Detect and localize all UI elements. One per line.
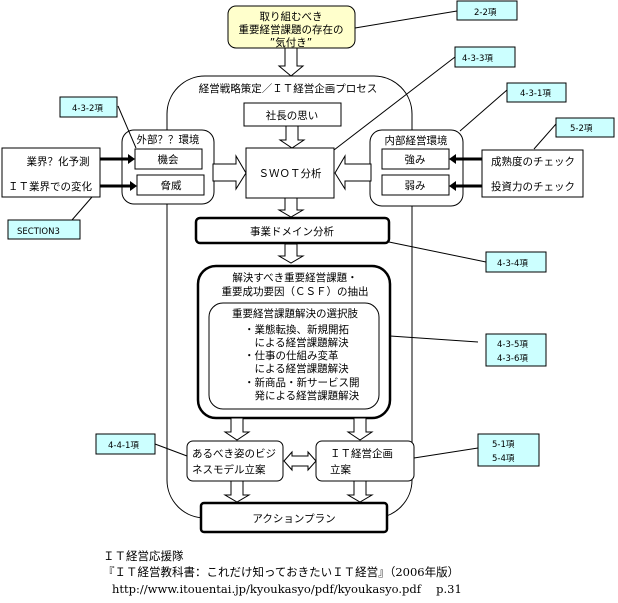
domain-analysis-box: [194, 216, 391, 245]
process-title: 経営戦略策定／ＩＴ経営企画プロセス: [199, 82, 378, 95]
arrow-head-opportunity: [128, 154, 135, 164]
ref-4-3-5-6: [485, 333, 547, 367]
connector-2-2: [354, 10, 458, 29]
domain-analysis-label: 事業ドメイン分析: [250, 225, 334, 238]
ref-section3-label: SECTION3: [17, 227, 60, 237]
down-arrow-president: [278, 125, 306, 149]
it-plan-line1: ＩＴ経営企画: [330, 447, 393, 460]
ref-section3: [7, 219, 81, 240]
ref-5-2-label: 5-2項: [570, 124, 593, 134]
checks-box: [481, 149, 584, 198]
weakness-box: [381, 174, 450, 196]
awareness-line2: 重要経営課題の存在の: [239, 23, 344, 36]
connector-4-3-1: [459, 89, 508, 132]
option-line-3: ・仕事の仕組み変革: [244, 349, 339, 362]
csf-line2: 重要成功要因（ＣＳＦ）の抽出: [222, 285, 369, 298]
industry-change-box: [1, 147, 101, 198]
left-arrow-internal-swot: [334, 154, 372, 191]
weakness-label: 弱み: [405, 180, 426, 192]
footer-url[interactable]: http://www.itouentai.jp/kyoukasyo/pdf/ky…: [112, 582, 462, 596]
ref-5-2: [555, 117, 615, 138]
down-arrow-csf-business: [223, 417, 251, 441]
option-line-4: による経営課題解決: [244, 362, 349, 375]
ref-4-4-1-label: 4-4-1項: [108, 441, 139, 451]
industry-line2: ＩＴ業界での変化: [8, 180, 92, 193]
ref-5-1-5-4: [477, 433, 540, 467]
action-plan-label: アクションプラン: [252, 513, 335, 525]
down-arrow-csf-it: [346, 417, 374, 441]
swot-label: ＳＷＯＴ分析: [259, 167, 322, 180]
connector-5-2: [533, 123, 557, 150]
ref-4-3-3: [454, 46, 516, 68]
ref-4-3-3-label: 4-3-3項: [462, 54, 493, 64]
awareness-line3: ”気付き”: [270, 36, 312, 49]
ref-4-4-1: [95, 433, 156, 455]
internal-env-title: 内部経営環境: [385, 134, 448, 147]
arrow-head-threat: [130, 181, 137, 191]
double-arrow-business-it: [283, 450, 317, 472]
swot-box: [245, 147, 335, 199]
maturity-check: 成熟度のチェック: [491, 155, 575, 168]
industry-line1: 業界？化予測: [27, 155, 90, 168]
ref-2-2: [456, 0, 518, 21]
ref-4-3-4-label: 4-3-4項: [497, 259, 528, 269]
footer-book-title: 『ＩＴ経営教科書：これだけ知っておきたいＩＴ経営』（2006年版）: [103, 565, 459, 579]
down-arrow-business-action: [223, 480, 251, 503]
connector-4-3-4: [388, 241, 487, 263]
awareness-line1: 取り組むべき: [260, 10, 323, 23]
option-line-5: ・新商品・新サービス開: [244, 376, 360, 389]
down-arrow-awareness: [277, 47, 305, 77]
arrow-head-strength: [449, 154, 456, 164]
options-box: [208, 302, 380, 410]
business-model-line2: ネスモデル立案: [192, 463, 266, 476]
external-env-title: 外部？？環境: [137, 133, 200, 146]
it-plan-line2: 立案: [330, 463, 351, 476]
ref-4-3-4: [485, 251, 547, 273]
ref-4-3-6-label: 4-3-6項: [497, 354, 528, 364]
business-model-line1: あるべき姿のビジ: [192, 447, 276, 460]
arrow-head-weakness: [449, 181, 456, 191]
ref-4-3-1: [506, 82, 567, 103]
president-label: 社長の思い: [266, 109, 319, 122]
down-arrow-domain: [277, 243, 305, 264]
ref-2-2-label: 2-2項: [474, 8, 497, 18]
connector-4-3-2: [117, 105, 137, 149]
option-line-2: による経営課題解決: [244, 336, 349, 349]
opportunity-label: 機会: [158, 153, 179, 166]
action-plan-box: [199, 501, 389, 534]
ref-5-1-label: 5-1項: [492, 440, 515, 450]
connector-5-1: [413, 447, 479, 459]
down-arrow-swot: [277, 197, 305, 218]
footer-org: ＩＴ経営応援隊: [103, 549, 184, 563]
connector-section3: [71, 196, 93, 221]
option-line-6: 発による経営課題解決: [244, 389, 360, 402]
ref-4-3-5-label: 4-3-5項: [497, 340, 528, 350]
ref-4-3-2-label: 4-3-2項: [72, 104, 103, 114]
connector-4-4-1: [154, 443, 188, 457]
right-arrow-external-swot: [212, 154, 247, 191]
option-line-1: ・業態転換、新規開拓: [244, 323, 349, 336]
threat-box: [136, 174, 205, 196]
ref-4-3-1-label: 4-3-1項: [520, 89, 551, 99]
down-arrow-it-action: [346, 480, 374, 503]
investment-check: 投資力のチェック: [491, 180, 575, 193]
connector-4-3-5: [389, 335, 479, 343]
connector-4-3-3: [333, 56, 456, 151]
ref-5-4-label: 5-4項: [492, 454, 515, 464]
strength-label: 強み: [405, 153, 426, 166]
options-title: 重要経営課題解決の選択肢: [232, 307, 358, 320]
ref-4-3-2: [59, 96, 118, 118]
threat-label: 脅威: [161, 179, 182, 192]
csf-line1: 解決すべき重要経営課題・: [232, 271, 357, 284]
